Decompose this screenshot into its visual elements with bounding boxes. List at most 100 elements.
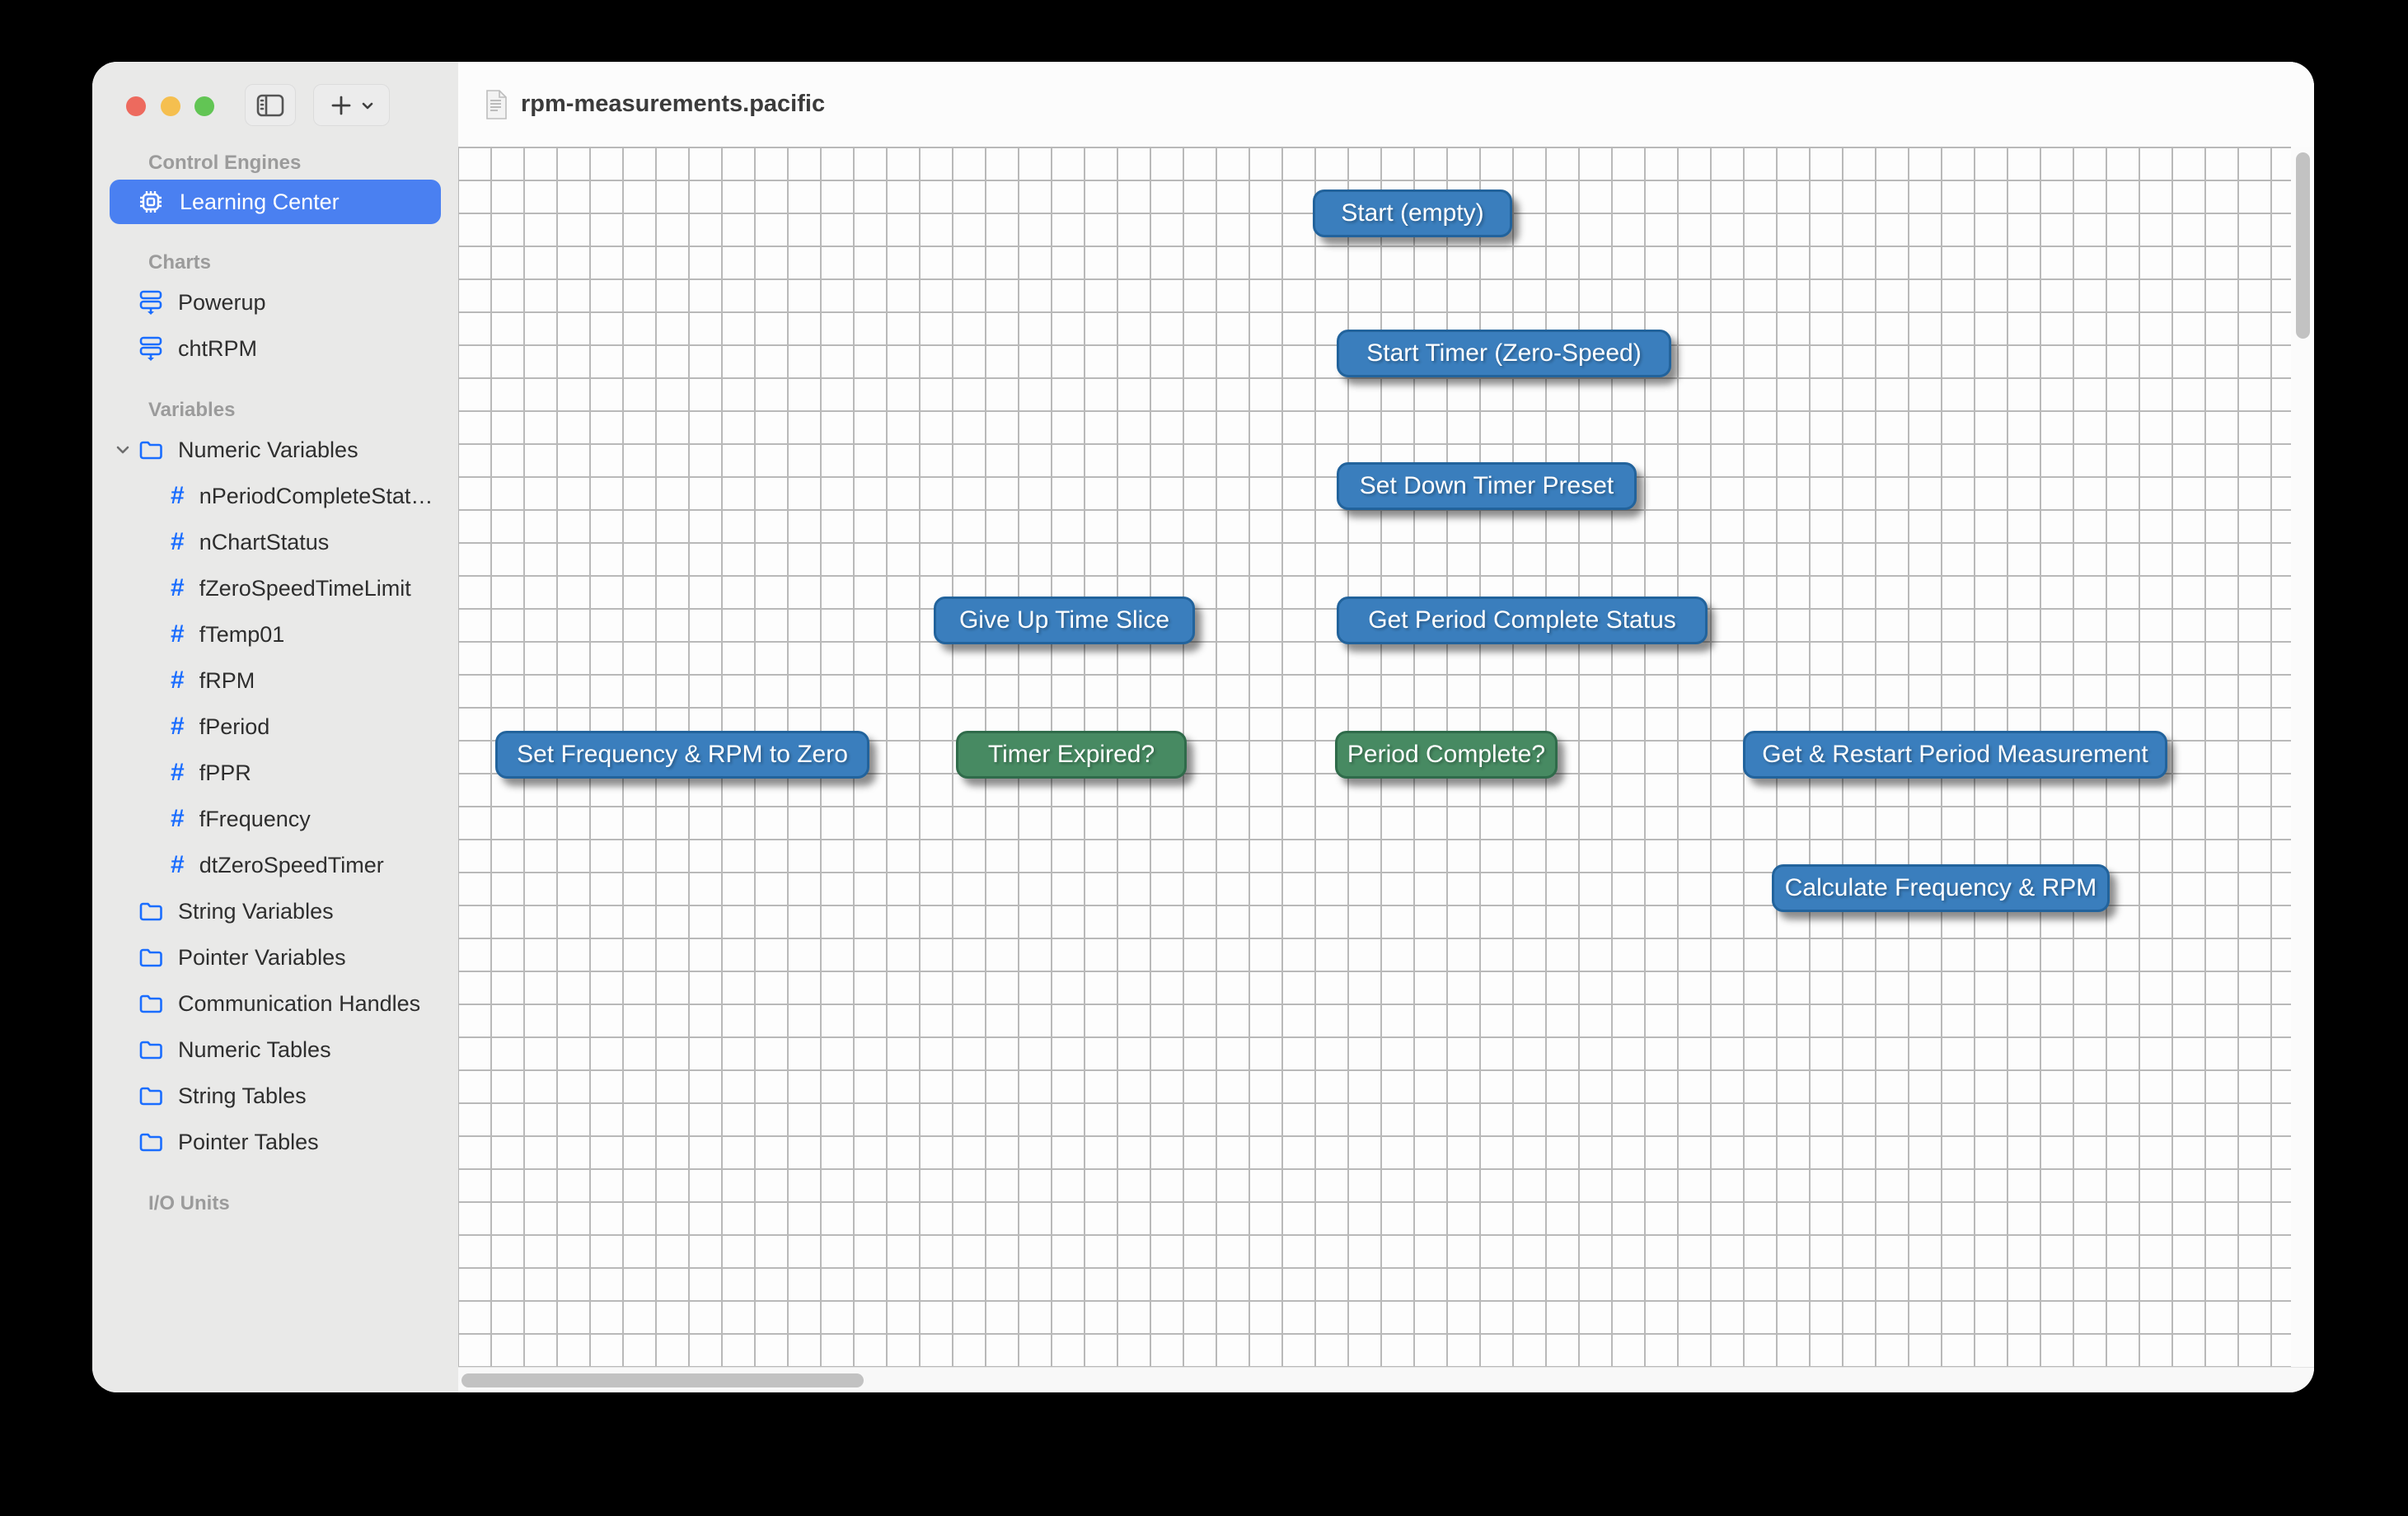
sidebar-item-fppr[interactable]: # fPPR [92,750,458,796]
sidebar-item-label: dtZeroSpeedTimer [199,852,384,877]
flow-block-start-empty[interactable]: Start (empty) [1313,190,1512,237]
sidebar-item-powerup[interactable]: Powerup [92,279,458,325]
sidebar-item-label: nPeriodCompleteStat… [199,483,433,508]
hash-icon: # [171,482,185,509]
sidebar-item-label: chtRPM [178,335,258,361]
sidebar-item-label: fZeroSpeedTimeLimit [199,575,411,601]
titlebar: rpm-measurements.pacific [458,62,2314,147]
flow-block-label: Start (empty) [1341,199,1484,227]
flow-block-period-complete[interactable]: Period Complete? [1335,731,1558,779]
sidebar-item-dtzerospeedtimer[interactable]: # dtZeroSpeedTimer [92,842,458,888]
sidebar-item-numeric-tables[interactable]: Numeric Tables [92,1027,458,1073]
hash-icon: # [171,713,185,740]
flow-block-get-period-complete-status[interactable]: Get Period Complete Status [1337,597,1708,644]
flow-block-label: Start Timer (Zero-Speed) [1366,339,1642,367]
hash-icon: # [171,759,185,786]
flow-block-timer-expired[interactable]: Timer Expired? [956,731,1187,779]
folder-icon [138,993,163,1014]
folder-icon [138,901,163,922]
sidebar-item-label: Numeric Variables [178,437,358,462]
flow-block-label: Set Down Timer Preset [1359,472,1614,499]
flow-block-label: Timer Expired? [987,741,1155,768]
chip-icon [138,190,163,214]
folder-icon [138,1131,163,1153]
main-area: rpm-measurements.pacific Start (empty)St… [458,62,2314,1392]
flow-block-label: Give Up Time Slice [958,606,1170,634]
hash-icon: # [171,574,185,601]
flow-block-label: Set Frequency & RPM to Zero [517,741,848,768]
sidebar-item-frpm[interactable]: # fRPM [92,657,458,704]
hash-icon: # [171,667,185,694]
sidebar-item-communication-handles[interactable]: Communication Handles [92,980,458,1027]
flow-block-start-timer-zero-speed[interactable]: Start Timer (Zero-Speed) [1337,330,1671,377]
document-icon [483,89,509,120]
flow-block-label: Calculate Frequency & RPM [1784,874,2097,901]
sidebar-item-fperiod[interactable]: #fPeriod [92,704,458,750]
flow-block-give-up-time-slice[interactable]: Give Up Time Slice [934,597,1195,644]
sidebar-item-learning-center[interactable]: Learning Center [110,180,441,224]
hash-icon: # [171,620,185,648]
sidebar-item-label: fFrequency [199,806,311,831]
sidebar-item-pointer-tables[interactable]: Pointer Tables [92,1119,458,1165]
sidebar-item-label: fPPR [199,760,251,785]
sidebar-toggle-button[interactable] [245,84,296,126]
sidebar-item-ffrequency[interactable]: # fFrequency [92,796,458,842]
folder-icon [138,1085,163,1107]
sidebar-item-label: Pointer Variables [178,944,346,970]
sidebar-item-label: String Tables [178,1083,307,1108]
sidebar-item-fzerospeedtimelimit[interactable]: # fZeroSpeedTimeLimit [92,565,458,611]
section-header-charts: Charts [148,251,212,274]
sidebar-panel-icon [255,93,285,118]
section-header-control-engines: Control Engines [148,152,302,174]
section-header-variables: Variables [148,399,236,421]
folder-icon [138,947,163,968]
flow-block-label: Get Period Complete Status [1368,606,1676,634]
sidebar-item-nperiodcompletestat[interactable]: # nPeriodCompleteStat… [92,473,458,519]
sidebar-item-label: String Variables [178,898,334,924]
sidebar-item-label: Powerup [178,289,266,315]
sidebar-item-label: Learning Center [180,189,340,214]
flow-block-label: Period Complete? [1347,741,1546,768]
folder-icon [138,439,163,461]
sidebar-item-label: nChartStatus [199,529,330,554]
sidebar-item-numeric-variables[interactable]: Numeric Variables [92,427,458,473]
sidebar-item-nchartstatus[interactable]: # nChartStatus [92,519,458,565]
traffic-light-minimize[interactable] [161,96,180,116]
flow-block-set-down-timer-preset[interactable]: Set Down Timer Preset [1337,462,1637,510]
sidebar-item-pointer-variables[interactable]: Pointer Variables [92,934,458,980]
hash-icon: # [171,851,185,878]
sidebar-item-string-tables[interactable]: String Tables [92,1073,458,1119]
sidebar-item-ftemp01[interactable]: # fTemp01 [92,611,458,657]
sidebar-item-label: Numeric Tables [178,1036,331,1062]
flow-block-get-restart-period-measurement[interactable]: Get & Restart Period Measurement [1743,731,2167,779]
horizontal-scrollbar-thumb[interactable] [461,1373,864,1387]
sidebar-item-label: Pointer Tables [178,1129,319,1154]
flow-block-calculate-frequency-rpm[interactable]: Calculate Frequency & RPM [1772,864,2110,912]
section-header-i-o-units: I/O Units [148,1192,230,1214]
sidebar-item-label: fRPM [199,667,255,693]
flow-block-label: Get & Restart Period Measurement [1762,741,2148,768]
traffic-light-zoom[interactable] [194,96,214,116]
vertical-scrollbar-track[interactable] [2291,147,2314,1368]
hash-icon: # [171,805,185,832]
sidebar-item-label: Communication Handles [178,990,421,1016]
sidebar-item-string-variables[interactable]: String Variables [92,888,458,934]
sidebar-item-label: fTemp01 [199,621,285,647]
folder-icon [138,1039,163,1060]
vertical-scrollbar-thumb[interactable] [2296,152,2310,339]
chart-icon [138,289,163,316]
chevron-down-icon [114,441,132,459]
flowchart-canvas[interactable]: Start (empty) Start Timer (Zero-Speed) Set… [458,147,2314,1368]
flow-block-set-frequency-rpm-to-zero[interactable]: Set Frequency & RPM to Zero [495,731,869,779]
page-title: rpm-measurements.pacific [521,91,826,117]
chart-icon [138,335,163,362]
chevron-down-icon [360,98,375,113]
plus-icon [329,93,354,118]
add-button[interactable] [313,84,390,126]
traffic-light-close[interactable] [126,96,146,116]
hash-icon: # [171,528,185,555]
sidebar-item-chtrpm[interactable]: chtRPM [92,325,458,372]
